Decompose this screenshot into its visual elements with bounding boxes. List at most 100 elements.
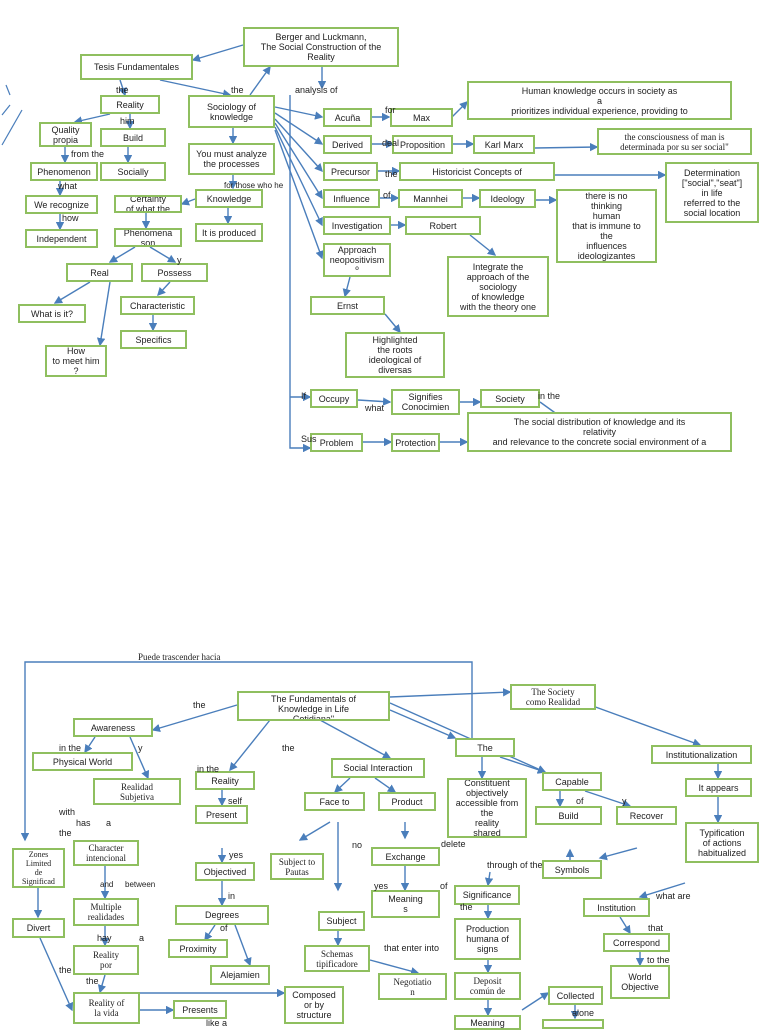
node-precursor: Precursor (323, 162, 378, 181)
label-of: of (383, 190, 391, 200)
node-fundamentals-of-knowledge: The Fundamentals of Knowledge in Life Co… (237, 691, 390, 721)
node-reality-2: Reality (195, 771, 255, 790)
label-the: the (59, 965, 72, 975)
node-face-to: Face to (304, 792, 365, 811)
label-in-the: in the (538, 391, 561, 401)
node-recover: Recover (616, 806, 677, 825)
label-in-the: in the (197, 764, 220, 774)
label-a: a (106, 818, 112, 828)
node-partial-bottom (542, 1019, 604, 1029)
node-phenomena: Phenomena son (114, 228, 182, 247)
node-divert: Divert (12, 918, 65, 938)
node-investigation: Investigation (323, 216, 391, 235)
node-subject: Subject (318, 911, 365, 931)
label-sus: Sus (301, 434, 317, 444)
node-significance: Significance (454, 885, 520, 905)
label-for: for (385, 105, 396, 115)
node-product: Product (378, 792, 436, 811)
node-society-as-reality: The Society como Realidad (510, 684, 596, 710)
label-from-the: from the (71, 149, 105, 159)
label-for-those-who: for those who he (224, 181, 284, 190)
node-problem: Problem (310, 433, 363, 452)
label-of: of (220, 923, 228, 933)
node-symbols: Symbols (542, 860, 602, 879)
node-reality-of-life: Reality of la vida (73, 992, 140, 1024)
label-what-are: what are (656, 891, 691, 901)
node-character-intencional: Character intencional (73, 840, 139, 866)
label-self: self (228, 796, 243, 806)
label-and: and (100, 880, 114, 889)
label-the: the (231, 85, 244, 95)
label-the: the (59, 828, 72, 838)
node-meanings: Meaning s (371, 890, 440, 918)
node-approach-neopositivism: Approach neopositivism º (323, 243, 391, 277)
node-characteristic: Characteristic (120, 296, 195, 315)
node-influence: Influence (323, 189, 380, 208)
label-in-the: in the (59, 743, 82, 753)
node-derived: Derived (323, 135, 372, 154)
label-of: of (576, 796, 584, 806)
label-hay: hay (97, 933, 112, 943)
node-possess: Possess (141, 263, 208, 282)
node-awareness: Awareness (73, 718, 153, 737)
node-the: The (455, 738, 515, 757)
node-deposit: Deposit común de (454, 972, 521, 1000)
node-ideology: Ideology (479, 189, 536, 208)
node-robert: Robert (405, 216, 481, 235)
node-phenomenon: Phenomenon (30, 162, 98, 181)
node-society: Society (480, 389, 540, 408)
label-the: the (193, 700, 206, 710)
node-max: Max (390, 108, 453, 127)
node-certainty: Certainty of what the (114, 195, 182, 213)
node-we-recognize: We recognize (25, 195, 98, 214)
label-if: If (301, 391, 307, 401)
label-y: y (622, 796, 627, 806)
label-the: the (460, 902, 473, 912)
label-that-enter-into: that enter into (384, 943, 440, 953)
node-karl-marx: Karl Marx (473, 135, 535, 154)
node-proximity: Proximity (168, 939, 228, 958)
label-y: y (138, 743, 143, 753)
node-exchange: Exchange (371, 847, 440, 866)
label-what: what (365, 403, 385, 413)
node-reality: Reality (100, 95, 160, 114)
label-the: the (385, 169, 398, 179)
node-mannhei: Mannhei (398, 189, 463, 208)
label-to-the: to the (647, 955, 670, 965)
node-build-2: Build (535, 806, 602, 825)
label-puede-trascender: Puede trascender hacia (138, 652, 221, 662)
label-analysis-of: analysis of (295, 85, 338, 95)
node-subject-to-pautas: Subject to Pautas (270, 853, 324, 880)
node-sociology-of-knowledge: Sociology of knowledge (188, 95, 275, 128)
node-collected: Collected (548, 986, 603, 1005)
node-berger-luckmann: Berger and Luckmann, The Social Construc… (243, 27, 399, 67)
node-specifics: Specifics (120, 330, 187, 349)
node-constituent: Constituent objectively accessible from … (447, 778, 527, 838)
node-capable: Capable (542, 772, 602, 791)
node-typification: Typification of actions habitualized (685, 822, 759, 863)
node-schemas: Schemas tipificadore (304, 945, 370, 972)
label-between: between (125, 880, 156, 889)
node-consciousness: the consciousness of man is determinada … (597, 128, 752, 155)
label-with: with (59, 807, 76, 817)
label-him: him (120, 116, 135, 126)
node-historicist-concepts: Historicist Concepts of (399, 162, 555, 181)
node-integrate-approach: Integrate the approach of the sociology … (447, 256, 549, 317)
node-reality-por: Reality por (73, 945, 139, 975)
label-y: y (177, 255, 182, 265)
label-yes: yes (229, 850, 244, 860)
node-objectived: Objectived (195, 862, 255, 881)
node-world-objective: World Objective (610, 965, 670, 999)
node-degrees: Degrees (175, 905, 269, 925)
node-build: Build (100, 128, 166, 147)
node-real: Real (66, 263, 133, 282)
node-human-knowledge: Human knowledge occurs in society as a p… (467, 81, 732, 120)
node-no-thinking-human: there is no thinking human that is immun… (556, 189, 657, 263)
label-has: has (76, 818, 91, 828)
node-acuna: Acuña (323, 108, 372, 127)
label-a: a (139, 933, 145, 943)
node-signifies: Signifies Conocimien (391, 389, 460, 415)
node-alejamien: Alejamien (210, 965, 270, 985)
